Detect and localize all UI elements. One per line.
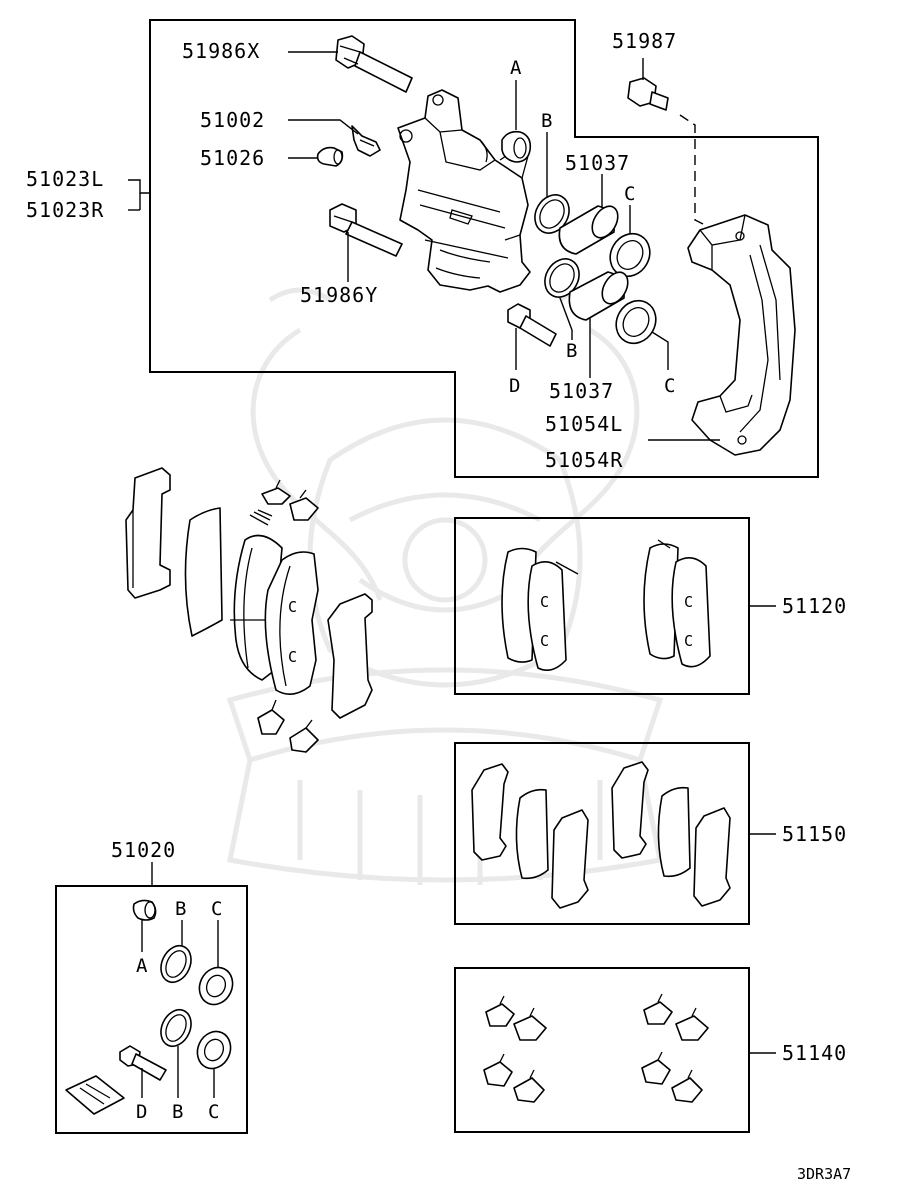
label-51023l: 51023L <box>26 167 104 191</box>
label-51054l: 51054L <box>545 412 623 436</box>
bracket-bolt-icon <box>627 77 669 111</box>
kit-ref-c-bottom: C <box>208 1101 219 1123</box>
clip-set-51140-left-icon <box>483 995 547 1103</box>
kit-seal-b-top-icon <box>160 944 192 984</box>
set-mark-c-1: C <box>540 593 549 611</box>
kit-grease-packet-icon <box>65 1075 125 1115</box>
piston-bottom-icon <box>568 271 629 321</box>
ref-b-top: B <box>541 110 552 132</box>
label-51986y: 51986Y <box>300 283 378 307</box>
kit-ref-a: A <box>136 955 148 977</box>
label-51020: 51020 <box>111 838 176 862</box>
kit-seal-b-bottom-icon <box>160 1008 192 1048</box>
piston-seal-b-bottom-icon <box>544 258 580 298</box>
ref-c-top: C <box>624 183 635 205</box>
piston-seal-b-top-icon <box>534 194 570 234</box>
kit-guide-pin-d-icon <box>119 1045 167 1081</box>
ref-c-mid: C <box>664 375 675 397</box>
label-51054r: 51054R <box>545 448 623 472</box>
kit-ref-b-top: B <box>175 898 186 920</box>
pad-wear-indicator-icon <box>249 509 273 526</box>
kit-ref-b-bottom: B <box>172 1101 183 1123</box>
label-51023r: 51023R <box>26 198 104 222</box>
label-51140: 51140 <box>782 1041 847 1065</box>
ref-d-mid: D <box>509 375 520 397</box>
label-51987: 51987 <box>612 29 677 53</box>
pad-mark-c-2: C <box>288 648 297 666</box>
dust-boot-a-icon <box>501 130 532 163</box>
label-51037-top: 51037 <box>565 151 630 175</box>
kit-ref-d: D <box>136 1101 147 1123</box>
set-mark-c-3: C <box>684 593 693 611</box>
pad-clip-bottom-icon <box>257 699 319 753</box>
clip-set-51140-frame <box>454 967 750 1133</box>
caliper-body-icon <box>397 89 531 293</box>
label-51026: 51026 <box>200 146 265 170</box>
piston-top-icon <box>558 205 619 255</box>
kit-ref-c-top: C <box>211 898 222 920</box>
pad-set-51120-left-icon <box>501 547 579 671</box>
kit-dust-boot-a-icon <box>132 899 157 921</box>
outer-pad-icon <box>264 551 319 695</box>
kit-seal-c-bottom-icon <box>196 1030 232 1070</box>
guide-bolt-y-icon <box>329 203 403 257</box>
kit-seal-c-top-icon <box>198 966 234 1006</box>
ref-b-mid: B <box>566 340 577 362</box>
label-51150: 51150 <box>782 822 847 846</box>
bleeder-screw-icon <box>351 125 381 157</box>
pad-set-51120-right-icon <box>643 539 711 668</box>
label-51986x: 51986X <box>182 39 260 63</box>
guide-bolt-x-icon <box>335 35 413 93</box>
diagram-code: 3DR3A7 <box>797 1165 851 1183</box>
set-mark-c-2: C <box>540 632 549 650</box>
shim-set-51150-right-icon <box>611 761 731 907</box>
guide-pin-d-icon <box>507 303 557 347</box>
ref-a-top: A <box>510 57 522 79</box>
anti-squeal-plate-icon <box>184 507 223 637</box>
caliper-assembly-frame <box>149 19 819 478</box>
set-mark-c-4: C <box>684 632 693 650</box>
pad-clip-top-icon <box>261 479 319 521</box>
label-51002: 51002 <box>200 108 265 132</box>
outer-shim-icon <box>125 467 171 599</box>
clip-set-51140-right-icon <box>641 993 709 1103</box>
shim-set-51150-left-icon <box>471 763 589 909</box>
outer-shim-right-icon <box>327 593 373 719</box>
bleeder-cap-icon <box>316 146 344 167</box>
caliper-support-bracket-icon <box>687 214 796 456</box>
label-51037-bottom: 51037 <box>549 379 614 403</box>
label-51120: 51120 <box>782 594 847 618</box>
pad-mark-c-1: C <box>288 598 297 616</box>
